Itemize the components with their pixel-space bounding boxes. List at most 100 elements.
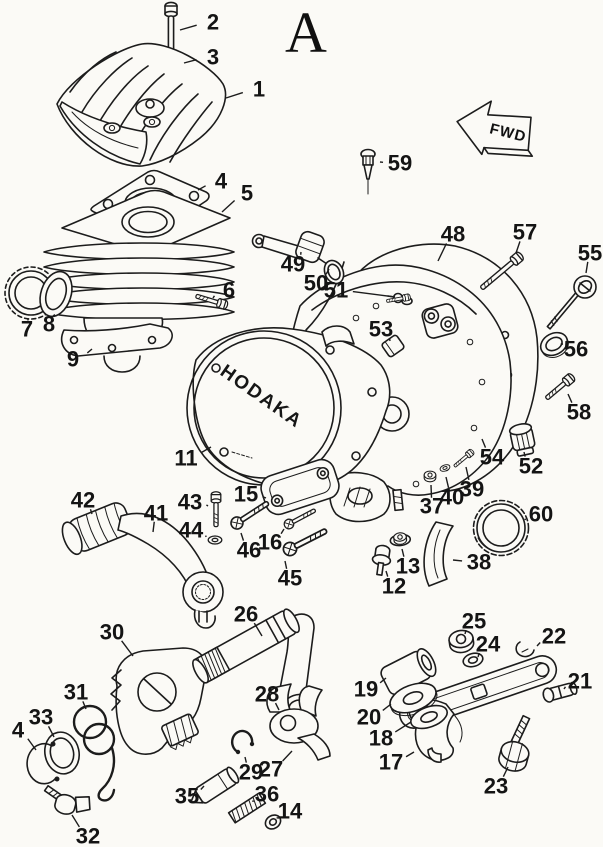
callout-4: 4: [215, 169, 228, 194]
callout-14: 14: [278, 799, 303, 824]
leader-line-9: [86, 348, 93, 354]
part-fitting-59: [360, 148, 376, 195]
callout-33: 33: [29, 705, 53, 730]
callout-23: 23: [484, 774, 508, 799]
leader-line-18: [394, 721, 412, 733]
leader-line-58: [567, 393, 573, 403]
callout-49: 49: [281, 252, 305, 277]
callout-31: 31: [64, 680, 88, 705]
leader-line-32: [71, 814, 80, 828]
leader-line-28: [274, 702, 280, 711]
leader-line-6: [212, 295, 216, 299]
part-clutch-arm-49: [251, 230, 331, 267]
leader-line-29: [244, 756, 248, 763]
part-washer-44: [207, 535, 223, 545]
part-bolt-58: [542, 371, 577, 403]
callout-53: 53: [369, 317, 393, 342]
callout-39: 39: [460, 477, 484, 502]
leader-line-8: [52, 314, 56, 317]
leader-line-20: [382, 703, 392, 712]
part-nut-25: [448, 629, 475, 654]
callout-34-clipped: 4: [12, 718, 25, 743]
callout-2: 2: [207, 10, 219, 35]
part-cap-50: [323, 259, 345, 285]
part-kick-lever-41: [117, 512, 224, 629]
leader-line-3: [183, 59, 197, 64]
callout-50: 50: [304, 271, 328, 296]
leader-line-26: [253, 622, 263, 637]
leader-line-17: [405, 751, 415, 758]
leader-line-41: [152, 521, 155, 533]
part-screw-55: [546, 275, 597, 330]
callout-41: 41: [144, 501, 168, 526]
part-washer-33: [44, 731, 80, 775]
leader-line-46: [240, 532, 245, 541]
part-screw-45: [280, 523, 331, 559]
callout-45: 45: [278, 566, 302, 591]
callout-32: 32: [76, 824, 100, 847]
part-bolt-32: [43, 784, 91, 815]
leader-line-33: [47, 725, 55, 738]
part-shift-cam-30: [110, 647, 208, 755]
callout-20: 20: [357, 705, 381, 730]
part-strap-38: [423, 521, 454, 587]
callout-15: 15: [234, 482, 258, 507]
part-spring-36: [227, 792, 267, 824]
part-left-cover-11: HODAKA: [186, 325, 391, 490]
callout-44: 44: [179, 518, 204, 543]
callout-8: 8: [43, 312, 55, 337]
callout-59: 59: [388, 151, 412, 176]
part-seal-ring-8: [39, 270, 73, 318]
leader-line-2: [179, 24, 197, 31]
leader-line-45: [284, 560, 288, 569]
callout-19: 19: [354, 677, 378, 702]
callout-60: 60: [529, 502, 553, 527]
leader-line-35: [200, 785, 205, 790]
part-grommet-56: [539, 331, 569, 358]
part-base-flange-9: [60, 323, 173, 373]
part-clip-29: [231, 729, 255, 755]
leader-line-23: [502, 766, 509, 778]
callout-29: 29: [239, 760, 263, 785]
callout-17: 17: [379, 750, 403, 775]
part-snap-ring-34: [26, 741, 60, 785]
callout-52: 52: [519, 454, 543, 479]
callout-36: 36: [255, 782, 279, 807]
callout-40: 40: [440, 485, 464, 510]
part-pin-21: [542, 681, 578, 703]
leader-line-25: [464, 630, 467, 635]
fwd-arrow: FWD: [456, 100, 534, 157]
leader-line-54: [481, 438, 487, 448]
leader-line-31: [82, 701, 87, 710]
leader-line-11: [200, 446, 212, 454]
callout-30: 30: [100, 620, 124, 645]
part-shift-fork-28-27: [266, 683, 331, 761]
leader-line-42: [89, 509, 93, 515]
callout-3: 3: [207, 45, 219, 70]
leader-line-57: [515, 241, 521, 254]
leader-line-19: [379, 677, 387, 684]
leader-line-50: [325, 268, 330, 275]
part-retainer-ring-60: [472, 499, 530, 557]
leader-line-34-clipped: [27, 738, 37, 751]
part-bolt-43: [210, 491, 222, 528]
callout-54: 54: [480, 445, 505, 470]
leader-line-21: [563, 686, 567, 690]
leader-line-1: [225, 91, 244, 99]
callout-38: 38: [467, 550, 491, 575]
callout-26: 26: [234, 602, 258, 627]
part-plunger-35: [190, 766, 240, 804]
leader-line-15: [262, 495, 267, 499]
leader-line-16: [280, 528, 285, 535]
callout-16: 16: [258, 530, 282, 555]
callout-43: 43: [178, 490, 202, 515]
callout-12: 12: [382, 574, 406, 599]
leader-line-40: [445, 476, 450, 488]
leader-line-37: [430, 484, 433, 498]
callout-57: 57: [513, 220, 537, 245]
leader-line-4: [197, 185, 206, 191]
leader-line-13: [401, 548, 405, 557]
leader-line-48: [437, 243, 448, 262]
